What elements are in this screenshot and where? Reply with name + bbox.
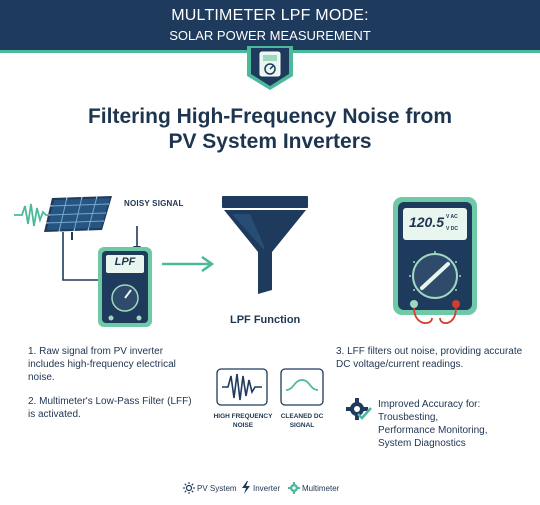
dc-meter-display: 120.5 [408, 214, 444, 230]
high-frequency-label: HIGH FREQUENCY NOISE [213, 413, 273, 429]
clean-signal-wave-icon [280, 368, 324, 406]
lpf-multimeter-icon [98, 247, 152, 327]
accuracy-item-diagnostics: System Diagnostics [378, 438, 466, 449]
solar-panel-icon [44, 196, 112, 240]
main-title-line1: Filtering High-Frequency Noise from [87, 105, 453, 128]
header-banner [0, 0, 540, 50]
noisy-wave-icon [14, 203, 54, 227]
noisy-signal-label: NOISY SIGNAL [124, 199, 184, 208]
lpf-meter-display: LPF [114, 256, 136, 268]
header-subtitle: SOLAR POWER MEASUREMENT [169, 28, 371, 43]
main-title-line2: PV System Inverters [168, 130, 372, 153]
lpf-function-label: LPF Function [230, 314, 301, 326]
dc-multimeter-icon [393, 197, 477, 324]
legend-inverter: Inverter [253, 484, 281, 493]
gear-check-icon [346, 398, 372, 420]
accuracy-heading: Improved Accuracy for: [378, 399, 481, 410]
right-arrow-icon [162, 256, 215, 272]
step-1-text: 1. Raw signal from PV inverter includes … [28, 346, 176, 383]
sun-icon [183, 482, 195, 494]
main-title: Filtering High-Frequency Noise from PV S… [0, 104, 540, 154]
accuracy-item-performance: Performance Monitoring, [378, 425, 488, 436]
cleaned-signal-label: CLEANED DC SIGNAL [280, 413, 324, 429]
step-3-text: 3. LFF filters out noise, providing accu… [336, 346, 523, 370]
legend-pv-system: PV System [197, 484, 237, 493]
accuracy-item-troubleshooting: Trousbesting, [378, 412, 439, 423]
lightning-icon [242, 481, 250, 494]
accuracy-block: Improved Accuracy for: Trousbesting, Per… [378, 398, 528, 450]
multimeter-badge-icon [247, 46, 293, 90]
legend-multimeter: Multimeter [302, 484, 340, 493]
high-frequency-wave-icon [216, 368, 268, 406]
dc-meter-unit-ac: V AC [446, 214, 458, 220]
header-title: MULTIMETER LPF MODE: [171, 7, 369, 24]
dc-meter-unit-dc: V DC [446, 226, 458, 232]
gear-icon [288, 482, 300, 494]
lpf-funnel-icon [222, 196, 308, 294]
step-2-text: 2. Multimeter's Low-Pass Filter (LFF) is… [28, 396, 192, 420]
